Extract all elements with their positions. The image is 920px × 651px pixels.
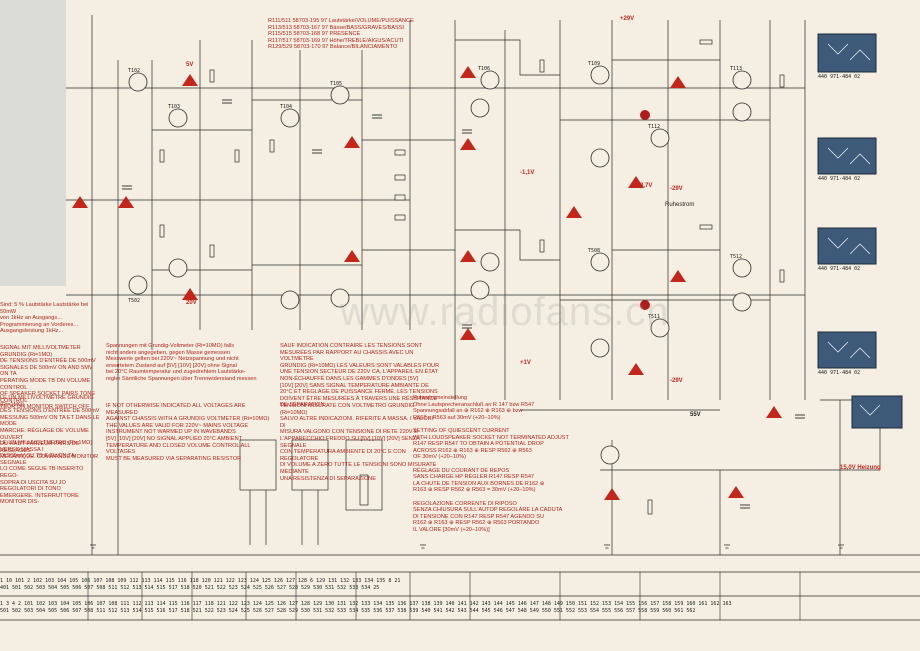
transistor-label: T102 xyxy=(128,68,141,74)
voltage-note-italian: TENSIONI MISURATE CON VOLTMETRO GRUNDIG … xyxy=(280,403,437,482)
transistor-label: T511 xyxy=(648,314,661,320)
potentiometer-list: R111/511 58703-195 97 Lautstärke/VOLUME/… xyxy=(268,18,414,51)
voltage-tag: +29V xyxy=(620,16,635,22)
voltage-tag: 20V xyxy=(186,300,197,306)
left-note-italian: LE UN MILLIVOLTMETRO (Ri=1MΩ) VERSO MASS… xyxy=(0,440,93,506)
footer-index-row: 401 501 502 503 504 505 506 507 508 511 … xyxy=(0,585,380,591)
voltage-tag: +1V xyxy=(520,360,531,366)
footer-index-row: 501 502 503 504 505 506 507 508 511 512 … xyxy=(0,608,696,614)
relay-part-number: 440 971-484 02 xyxy=(818,74,861,80)
transistor-symbols xyxy=(128,65,752,465)
quiescent-current-note: Ruhestromeinstellung Ohne Lautsprecheran… xyxy=(413,395,569,533)
voltage-tag: -29V xyxy=(670,186,683,192)
capacitor-symbols xyxy=(122,99,805,509)
transistor-label: T112 xyxy=(648,124,661,130)
transistor-label: T502 xyxy=(128,298,141,304)
transistor-label: T106 xyxy=(478,66,491,72)
left-note-german: Sind: 5 % Lautstärke Lautstärke bei 50mW… xyxy=(0,302,89,335)
ground-symbols xyxy=(90,544,844,549)
resistor-symbols xyxy=(159,39,785,515)
supply-voltage-label: 55V xyxy=(690,412,701,418)
relay-part-number: 440 971-484 02 xyxy=(818,370,861,376)
transistor-label: T512 xyxy=(730,254,743,260)
transistor-label: T109 xyxy=(588,61,601,67)
watermark: www.radiofans.cn xyxy=(340,290,670,334)
transistor-label: T113 xyxy=(730,66,743,72)
transistor-label: T508 xyxy=(588,248,601,254)
adjustment-points xyxy=(640,110,650,310)
voltage-tag: 8,7V xyxy=(640,183,653,189)
relay-part-number: 440 971-484 02 xyxy=(818,176,861,182)
relay-part-number: 440 971-484 02 xyxy=(818,266,861,272)
footer-index-row: 1 3 4 2 101 102 103 104 105 106 107 108 … xyxy=(0,601,732,607)
transistor-label: T104 xyxy=(280,104,293,110)
transistor-label: T105 xyxy=(330,81,343,87)
transistor-label: T103 xyxy=(168,104,181,110)
voltage-tag: 5V xyxy=(186,62,194,68)
connector-pins xyxy=(239,439,383,545)
voltage-tag: -29V xyxy=(670,378,683,384)
left-note-english: SIGNAL MIT MILLIVOLTMETER GRUNDIG (Ri=1M… xyxy=(0,345,96,411)
footer-index-row: 1 10 101 2 102 103 104 105 106 107 108 1… xyxy=(0,578,401,584)
ruhestrom-tag: Ruhestrom xyxy=(665,202,695,208)
output-relay-blocks xyxy=(817,33,903,429)
voltage-note-french: SAUF INDICATION CONTRAIRE LES TENSIONS S… xyxy=(280,343,440,409)
signal-flow-reference-panel xyxy=(0,0,66,286)
voltage-note-german: Spannungen mit Grundig-Voltmeter (Ri=10M… xyxy=(106,343,257,382)
voltage-marker-triangles xyxy=(72,66,782,500)
voltage-tag: -1,1V xyxy=(520,170,535,176)
left-note-french: LE UN MILLIVOLTMETRE GRUNDIG (Ri=1MΩ) DE… xyxy=(0,395,100,461)
heater-supply-label: 15,0V Heizung xyxy=(840,465,881,471)
footer-grid xyxy=(87,572,801,620)
voltage-note-english: IF NOT OTHERWISE INDICATED ALL VOLTAGES … xyxy=(106,403,270,462)
